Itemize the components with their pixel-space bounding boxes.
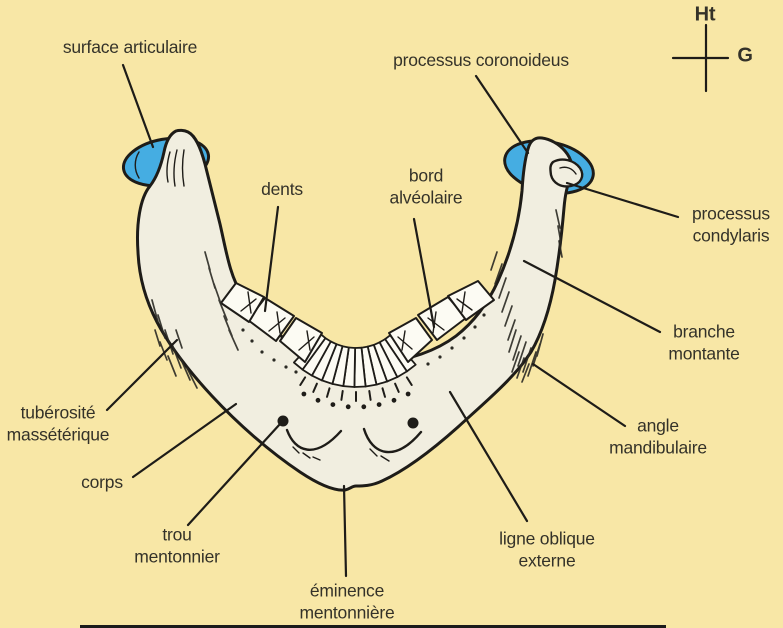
label-trou-mentonnier: trou mentonnier	[134, 524, 220, 566]
teeth-incisors	[293, 333, 417, 388]
label-branche-montante: branche montante	[668, 321, 740, 363]
leader-dents	[263, 205, 280, 313]
mandible-outline	[136, 128, 584, 492]
leader-processus-condylaris	[565, 181, 680, 219]
mental-foramen-right-dot	[407, 417, 419, 429]
label-dents: dents	[261, 179, 303, 200]
leader-ligne-oblique-externe	[448, 390, 529, 523]
teeth-molars	[220, 280, 495, 363]
leader-corps	[131, 402, 238, 479]
masseteric-hatching-right	[490, 209, 563, 383]
leader-tuberosite-masseterique	[105, 338, 179, 412]
leader-processus-coronoideus	[474, 74, 530, 155]
leader-angle-mandibulaire	[531, 362, 627, 428]
leader-trou-mentonnier	[186, 422, 282, 527]
bottom-edge-strip	[80, 625, 666, 628]
orientation-cross	[671, 23, 730, 93]
molar-stipples	[241, 313, 486, 374]
label-angle-mandibulaire: angle mandibulaire	[609, 415, 707, 457]
tooth-root-ticks	[299, 376, 413, 410]
label-orientation-up: Ht	[694, 3, 716, 26]
label-tuberosite-masseterique: tubérosité massétérique	[6, 402, 110, 444]
label-orientation-right: G	[737, 44, 753, 67]
masseteric-hatching-left	[151, 251, 239, 389]
leader-surface-articulaire	[121, 63, 155, 149]
label-processus-condylaris: processus condylaris	[692, 203, 770, 245]
label-processus-coronoideus: processus coronoideus	[393, 50, 569, 71]
chin-curves	[285, 427, 423, 462]
label-surface-articulaire: surface articulaire	[62, 37, 198, 58]
leader-bord-alveolaire	[412, 217, 436, 329]
leader-eminence-mentonniere	[342, 484, 348, 578]
coronoid-creases	[134, 149, 577, 187]
label-corps: corps	[81, 472, 123, 493]
label-eminence-mentonniere: éminence mentonnière	[299, 580, 395, 622]
condylar-head-tip	[549, 158, 584, 188]
label-ligne-oblique-externe: ligne oblique externe	[499, 528, 595, 570]
leader-lines	[105, 63, 680, 578]
label-bord-alveolaire: bord alvéolaire	[389, 165, 463, 207]
leader-branche-montante	[522, 259, 662, 334]
